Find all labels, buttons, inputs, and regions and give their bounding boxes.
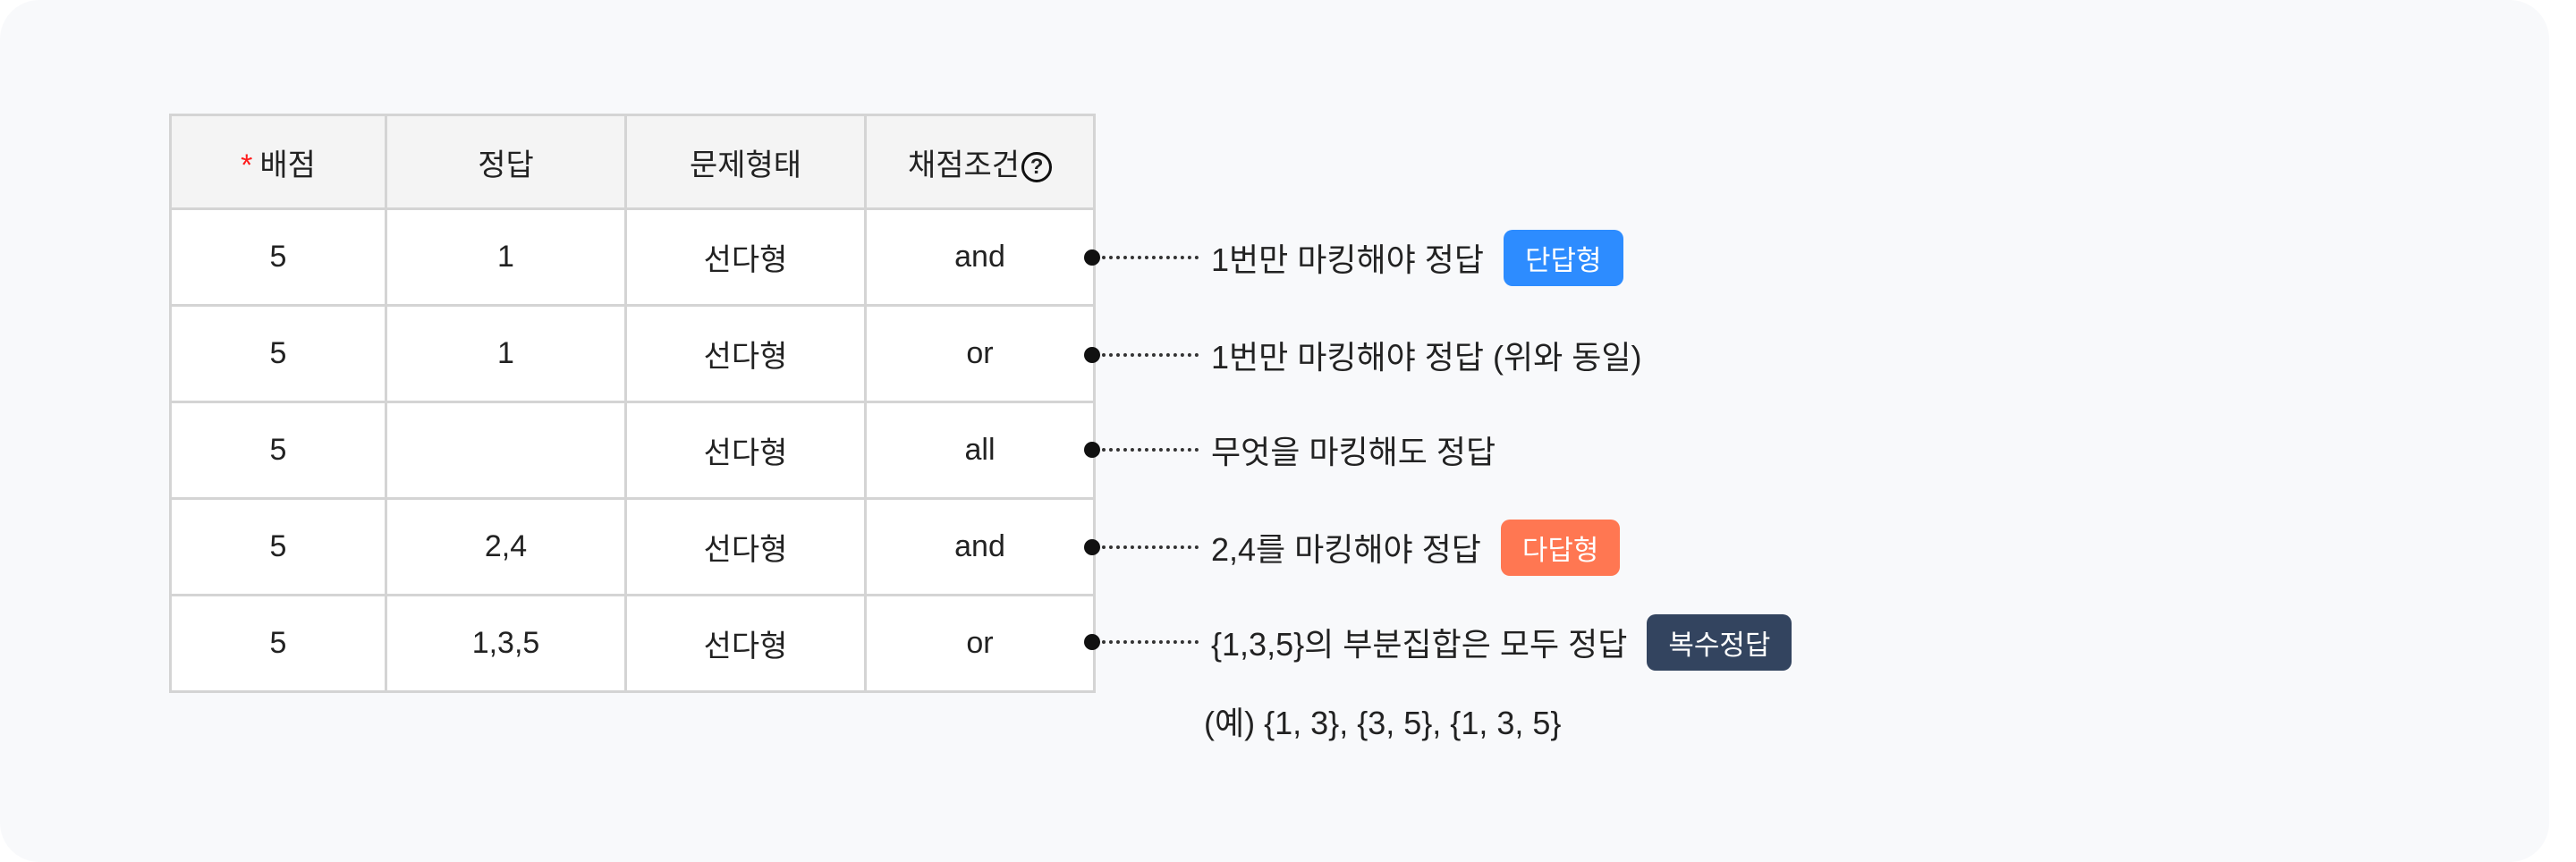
annotation-or: 1번만 마킹해야 정답 (위와 동일) [1084, 328, 1641, 382]
cell-answer: 1 [385, 304, 627, 403]
connector-dot [1084, 442, 1100, 458]
annotation-multi-or: {1,3,5}의 부분집합은 모두 정답 복수정답 [1084, 613, 1792, 671]
cell-type: 선다형 [624, 401, 867, 500]
badge-single-answer: 단답형 [1504, 229, 1623, 286]
header-grading-condition: 채점조건? [864, 114, 1096, 210]
dotted-connector [1102, 256, 1199, 259]
annotation-multi-and: 2,4를 마킹해야 정답 다답형 [1084, 519, 1621, 576]
cell-type: 선다형 [624, 594, 867, 693]
cell-score: 5 [169, 594, 387, 693]
connector-dot [1084, 249, 1100, 266]
header-grading-condition-label: 채점조건 [907, 148, 1021, 182]
example-text: (예) {1, 3}, {3, 5}, {1, 3, 5} [1204, 705, 1562, 741]
annotation-text: 무엇을 마킹해도 정답 [1211, 434, 1496, 470]
header-question-type: 문제형태 [624, 114, 867, 210]
header-score: *배점 [169, 114, 387, 210]
cell-answer: 2,4 [385, 497, 627, 596]
cell-answer: 1,3,5 [385, 594, 627, 693]
dotted-connector [1102, 640, 1199, 644]
annotation-text: 1번만 마킹해야 정답 [1211, 241, 1484, 278]
cell-condition: all [864, 401, 1096, 500]
cell-score: 5 [169, 401, 387, 500]
connector-dot [1084, 634, 1100, 650]
annotation-text: 2,4를 마킹해야 정답 [1211, 531, 1481, 568]
cell-score: 5 [169, 207, 387, 307]
connector-dot [1084, 539, 1100, 555]
dotted-connector [1102, 448, 1199, 452]
badge-plural-answer: 복수정답 [1647, 613, 1792, 671]
cell-type: 선다형 [624, 207, 867, 307]
cell-answer: 1 [385, 207, 627, 307]
badge-multi-answer: 다답형 [1500, 519, 1621, 576]
annotation-text: 1번만 마킹해야 정답 (위와 동일) [1211, 339, 1642, 376]
annotation-text: {1,3,5}의 부분집합은 모두 정답 [1211, 626, 1628, 663]
connector-dot [1084, 347, 1100, 363]
header-answer: 정답 [385, 114, 627, 210]
dotted-connector [1102, 545, 1199, 549]
cell-condition: and [864, 207, 1096, 307]
cell-condition: and [864, 497, 1096, 596]
cell-condition: or [864, 304, 1096, 403]
cell-type: 선다형 [624, 304, 867, 403]
cell-type: 선다형 [624, 497, 867, 596]
help-icon[interactable]: ? [1021, 151, 1053, 182]
required-mark: * [241, 148, 253, 182]
annotation-all: 무엇을 마킹해도 정답 [1084, 423, 1496, 477]
dotted-connector [1102, 353, 1199, 357]
header-score-label: 배점 [259, 148, 316, 182]
cell-score: 5 [169, 304, 387, 403]
annotation-and: 1번만 마킹해야 정답 단답형 [1084, 229, 1623, 286]
cell-score: 5 [169, 497, 387, 596]
cell-answer [385, 401, 627, 500]
table-header-row: *배점 정답 문제형태 채점조건? [169, 114, 1096, 210]
cell-condition: or [864, 594, 1096, 693]
